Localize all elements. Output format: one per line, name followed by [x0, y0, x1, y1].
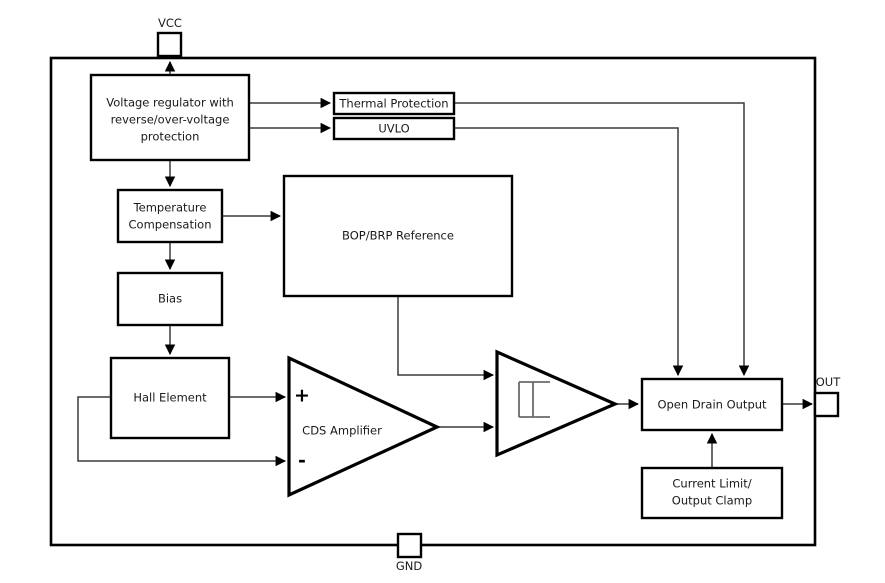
- block-hall-element[interactable]: Hall Element: [109, 356, 231, 440]
- pin-gnd[interactable]: GND: [396, 532, 423, 573]
- block-thermal-protection[interactable]: Thermal Protection: [332, 91, 456, 116]
- hall-element-label: Hall Element: [133, 391, 207, 405]
- out-label: OUT: [816, 375, 841, 389]
- wire-uvlo-to-opendrain: [454, 127, 684, 377]
- bop-brp-reference-label: BOP/BRP Reference: [342, 229, 454, 243]
- temperature-compensation-label-line1: Temperature: [133, 201, 207, 215]
- block-comparator[interactable]: [495, 349, 619, 458]
- block-cds-amplifier[interactable]: + - CDS Amplifier: [287, 355, 441, 498]
- block-current-limit-output-clamp[interactable]: Current Limit/ Output Clamp: [640, 466, 784, 520]
- wire-bopbrp-to-comparator: [397, 296, 495, 381]
- temperature-compensation-label-line2: Compensation: [129, 218, 212, 232]
- cds-amplifier-minus-sign: -: [298, 450, 306, 472]
- block-bop-brp-reference[interactable]: BOP/BRP Reference: [282, 174, 514, 298]
- pin-vcc[interactable]: VCC: [156, 16, 183, 58]
- voltage-regulator-label-line1: Voltage regulator with: [106, 96, 234, 110]
- voltage-regulator-label-line2: reverse/over-voltage: [111, 113, 230, 127]
- voltage-regulator-label-line3: protection: [141, 130, 200, 144]
- block-temperature-compensation[interactable]: Temperature Compensation: [116, 188, 224, 244]
- block-bias[interactable]: Bias: [116, 271, 224, 327]
- wire-hall-to-amp-minus: [77, 396, 287, 467]
- wire-thermal-to-opendrain: [454, 102, 750, 377]
- cds-amplifier-plus-sign: +: [294, 385, 310, 407]
- chip-boundary: [49, 56, 817, 547]
- gnd-label: GND: [396, 559, 423, 573]
- current-limit-label-line2: Output Clamp: [672, 494, 752, 508]
- open-drain-output-label: Open Drain Output: [657, 398, 767, 412]
- block-uvlo[interactable]: UVLO: [332, 116, 456, 141]
- bias-label: Bias: [158, 292, 182, 306]
- cds-amplifier-label: CDS Amplifier: [302, 424, 382, 438]
- hysteresis-icon: [518, 381, 550, 418]
- vcc-label: VCC: [158, 16, 182, 30]
- pin-out[interactable]: OUT: [813, 375, 841, 418]
- block-open-drain-output[interactable]: Open Drain Output: [640, 377, 784, 432]
- block-voltage-regulator[interactable]: Voltage regulator with reverse/over-volt…: [89, 73, 251, 162]
- thermal-protection-label: Thermal Protection: [338, 97, 448, 111]
- uvlo-label: UVLO: [378, 122, 409, 136]
- current-limit-label-line1: Current Limit/: [672, 477, 751, 491]
